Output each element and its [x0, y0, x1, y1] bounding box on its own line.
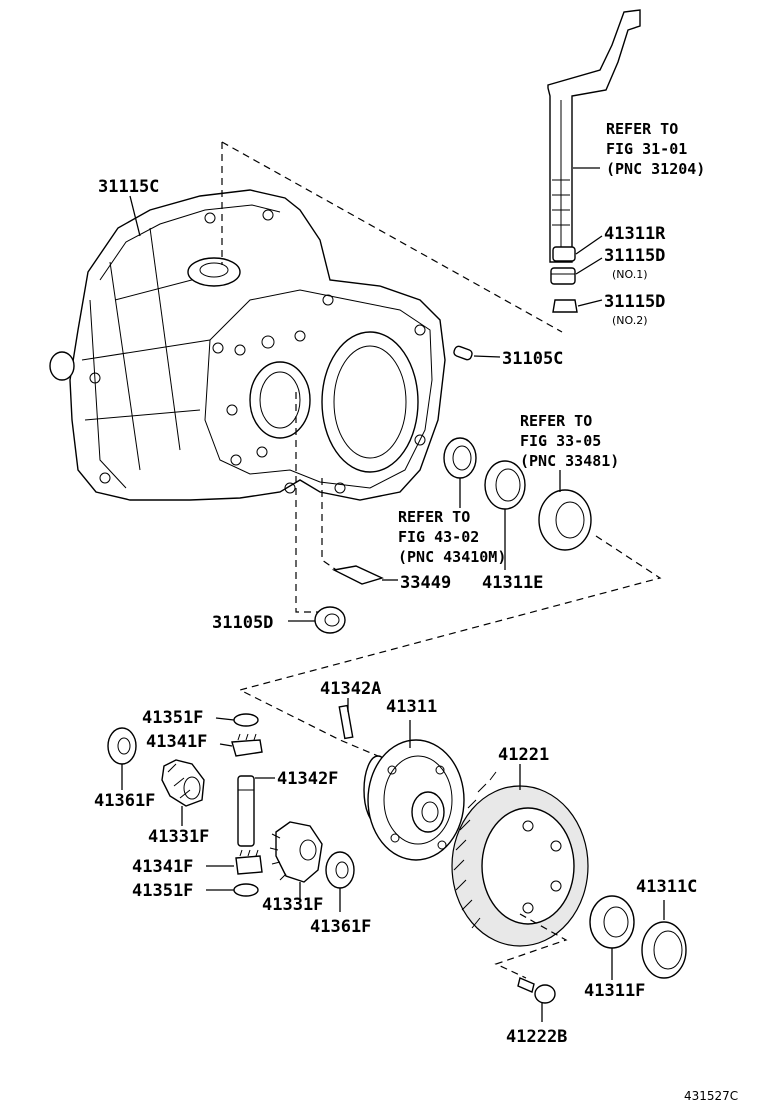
washer-41351F-top	[233, 713, 259, 727]
bearing-41311E	[484, 460, 526, 570]
label-41341F-bottom: 41341F	[132, 857, 193, 877]
guide-ring-gear-bolt	[494, 913, 568, 979]
pin-41342A	[338, 704, 354, 740]
seal-31105D	[288, 606, 346, 634]
ref2-line2: FIG 33-05	[520, 432, 601, 450]
washer-41311C	[641, 900, 687, 979]
bearing-41311F	[589, 895, 635, 980]
ref1-line1: REFER TO	[606, 120, 678, 138]
plate-33449	[331, 565, 398, 585]
ref2-line1: REFER TO	[520, 412, 592, 430]
ring-gear-41221	[451, 764, 589, 947]
label-41341F-top: 41341F	[146, 732, 207, 752]
ref3-line1: REFER TO	[398, 508, 470, 526]
washer-41351F-bottom	[206, 883, 259, 897]
pin-31105C	[453, 345, 501, 361]
washer-41361F-left	[107, 727, 137, 790]
label-41351F-bottom: 41351F	[132, 881, 193, 901]
label-31105D: 31105D	[212, 613, 273, 633]
label-31115D-no2: 31115D	[604, 292, 665, 312]
label-41311C: 41311C	[636, 877, 697, 897]
label-41221: 41221	[498, 745, 549, 765]
label-41342F: 41342F	[277, 769, 338, 789]
guide-right-bearing	[238, 535, 662, 757]
label-41331F-bottom: 41331F	[262, 895, 323, 915]
label-41361F-left: 41361F	[94, 791, 155, 811]
ref3-line3: (PNC 43410M)	[398, 548, 506, 566]
pinion-41341F-bottom	[206, 849, 263, 875]
bushing-41311R	[552, 235, 603, 262]
label-41361F-bottom: 41361F	[310, 917, 371, 937]
pinion-41341F-top	[231, 733, 263, 757]
label-no2: (NO.2)	[612, 314, 648, 327]
label-31115C: 31115C	[98, 177, 159, 197]
label-41222B: 41222B	[506, 1027, 567, 1047]
guide-housing-seal	[295, 392, 318, 613]
label-41311: 41311	[386, 697, 437, 717]
label-41311F: 41311F	[584, 981, 645, 1001]
transmission-housing	[49, 189, 446, 501]
ref1-line3: (PNC 31204)	[606, 160, 705, 178]
oil-seal-ref-43-02	[443, 437, 477, 508]
label-41311E: 41311E	[482, 573, 543, 593]
bushing-31115D-no2	[552, 299, 603, 313]
bearing-ref-33-05	[538, 470, 592, 551]
label-41331F-left: 41331F	[148, 827, 209, 847]
washer-41361F-bottom	[325, 851, 355, 912]
label-33449: 33449	[400, 573, 451, 593]
shift-lever-shaft	[547, 9, 641, 263]
side-gear-41331F-left	[161, 759, 205, 826]
label-41342A: 41342A	[320, 679, 381, 699]
figure-id: 431527C	[684, 1089, 738, 1103]
differential-case-41311	[363, 720, 465, 861]
pinion-shaft-41342F	[237, 775, 275, 847]
label-31115D-no1: 31115D	[604, 246, 665, 266]
label-31105C: 31105C	[502, 349, 563, 369]
bolt-41222B	[517, 977, 556, 1022]
bushing-31115D-no1	[550, 257, 603, 285]
ref3-line2: FIG 43-02	[398, 528, 479, 546]
side-gear-41331F-bottom	[269, 821, 323, 900]
ref2-line3: (PNC 33481)	[520, 452, 619, 470]
label-no1: (NO.1)	[612, 268, 648, 281]
label-41351F-top: 41351F	[142, 708, 203, 728]
label-41311R: 41311R	[604, 224, 666, 244]
ref1-line2: FIG 31-01	[606, 140, 687, 158]
guide-housing-top	[221, 141, 563, 333]
